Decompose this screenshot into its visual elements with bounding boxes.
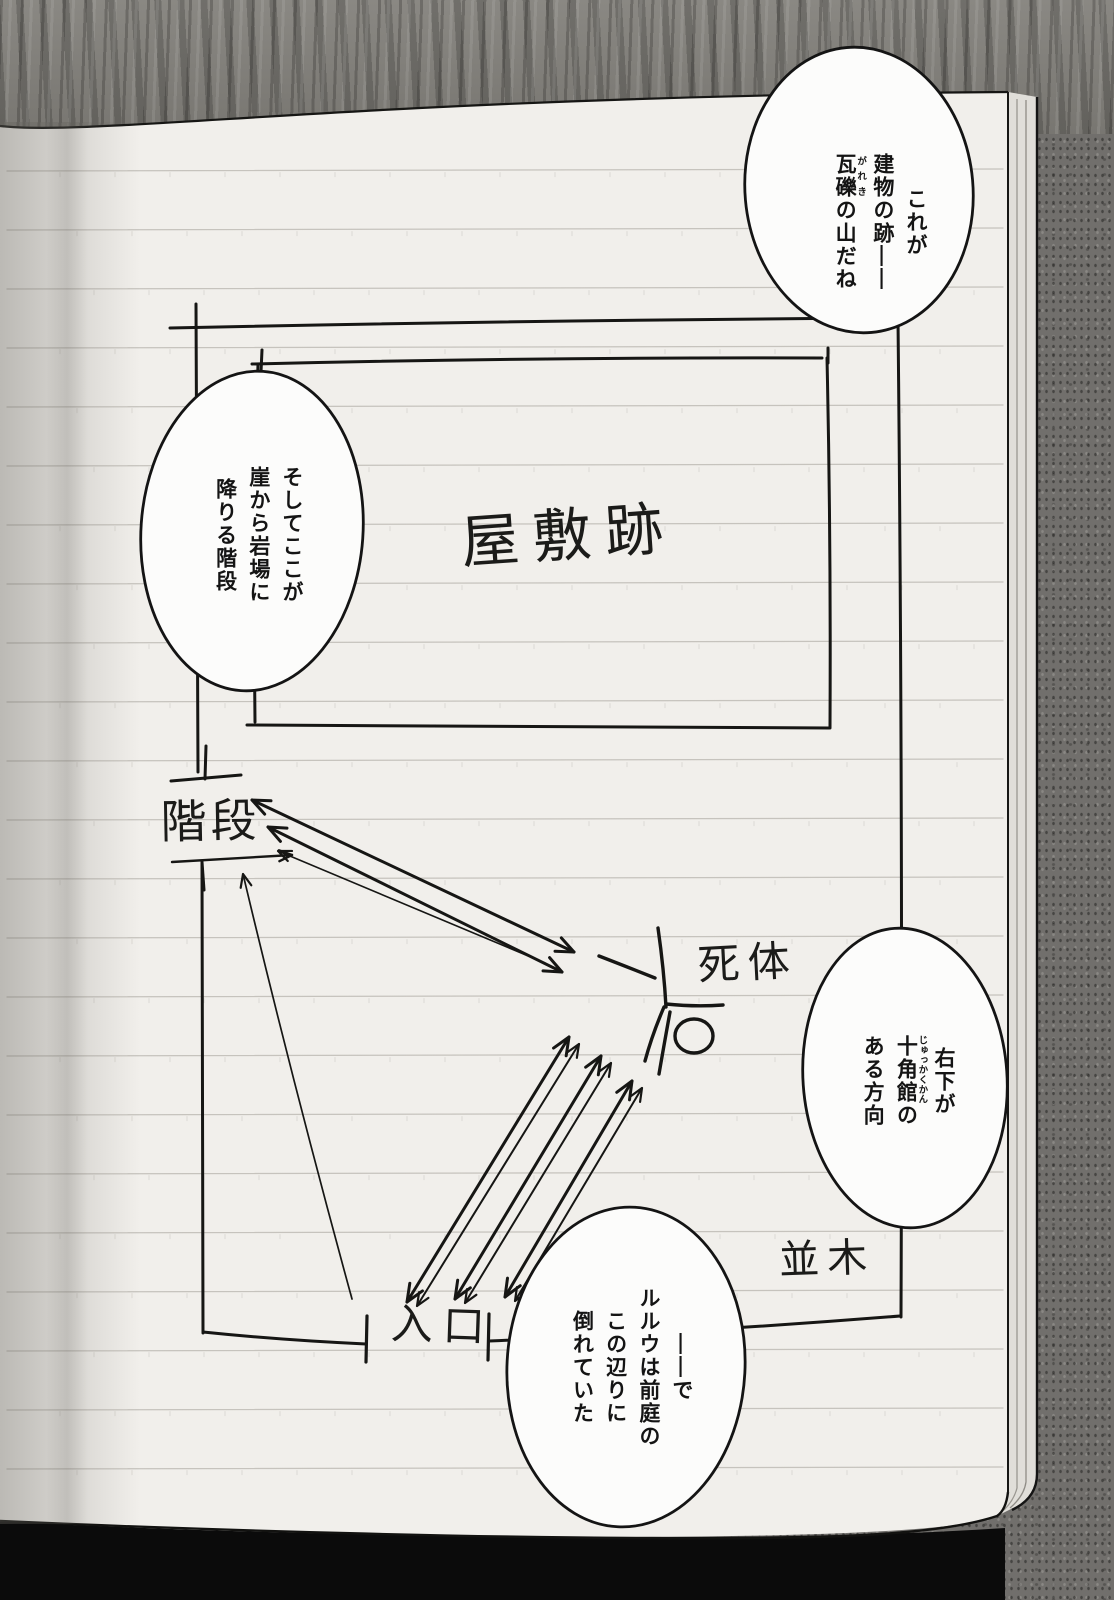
map-label-corpse: 死体	[696, 936, 799, 989]
bubble-right-shape	[801, 926, 1009, 1230]
notebook-cover-edge	[1011, 97, 1039, 1512]
bubble-left-text: そしてここが崖から岩場に降りる階段	[213, 466, 303, 604]
map-label-tree-row: 並木	[778, 1235, 876, 1283]
corpse-head	[673, 1017, 715, 1055]
map-label-entrance: 入口	[390, 1299, 496, 1351]
page-bottom-edge	[0, 1491, 1010, 1540]
bubble-bottom-text: ――でルルウは前庭のこの辺りに倒れていた	[570, 1286, 693, 1448]
bubble-left-shape	[139, 369, 365, 693]
bubble-top-right-shape	[743, 45, 975, 335]
bubble-bottom-shape	[505, 1205, 747, 1529]
map-arrows	[170, 798, 644, 1308]
bubble-right-text: 右下が十角館じゅっかくかんのある方向	[861, 1035, 955, 1127]
map-label-ruins: 屋敷跡	[459, 495, 680, 576]
page-stack-line-1	[1003, 99, 1018, 1511]
map-label-stairs: 階段	[160, 794, 262, 848]
page-stack-line-2	[1009, 100, 1027, 1509]
bubble-top-right-text: これが建物の跡――瓦礫がれきの山だね	[833, 153, 927, 291]
